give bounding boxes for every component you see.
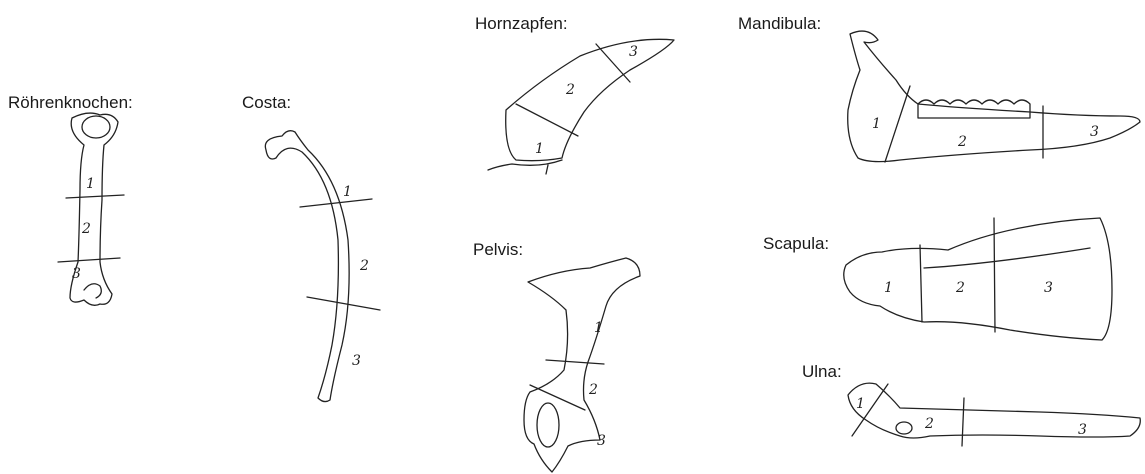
scapula-cut-2 (994, 218, 995, 332)
horn-core-seg-3: 3 (629, 44, 638, 60)
mandible-cut-1 (885, 86, 910, 162)
horn-core-seg-2: 2 (565, 82, 575, 98)
long-bone-seg-2: 2 (81, 221, 91, 237)
mandible-seg-2: 2 (957, 134, 967, 150)
horn-core-seg-1: 1 (535, 141, 544, 157)
ulna-outline (848, 383, 1140, 438)
long-bone-cut-2 (58, 258, 120, 262)
rib-seg-3: 3 (352, 353, 361, 369)
horn-core-base (488, 160, 562, 170)
long-bone-condyle (84, 284, 101, 298)
mandible-drawing: 1 2 3 (848, 31, 1140, 162)
pelvis-cut-2 (530, 385, 585, 410)
rib-seg-1: 1 (343, 184, 352, 200)
horn-core-stem (546, 165, 548, 174)
ulna-notch (896, 422, 912, 434)
ulna-seg-1: 1 (856, 396, 865, 412)
horn-core-drawing: 1 2 3 (488, 39, 674, 174)
scapula-spine (924, 248, 1090, 268)
scapula-outline (844, 218, 1112, 340)
scapula-seg-3: 3 (1044, 280, 1053, 296)
rib-seg-2: 2 (359, 258, 369, 274)
ulna-cut-2 (962, 398, 964, 446)
rib-drawing: 1 2 3 (265, 131, 380, 402)
pelvis-foramen (537, 403, 559, 447)
horn-core-cut-1 (516, 104, 578, 136)
pelvis-seg-2: 2 (588, 382, 598, 398)
scapula-seg-1: 1 (884, 280, 893, 296)
long-bone-head (82, 116, 110, 138)
pelvis-cut-1 (546, 360, 604, 364)
pelvis-seg-3: 3 (597, 433, 606, 449)
ulna-drawing: 1 2 3 (848, 383, 1140, 446)
pelvis-seg-1: 1 (594, 320, 603, 336)
mandible-seg-1: 1 (872, 116, 881, 132)
pelvis-drawing: 1 2 3 (524, 258, 640, 472)
long-bone-seg-3: 3 (72, 266, 81, 282)
scapula-seg-2: 2 (955, 280, 965, 296)
rib-cut-1 (300, 199, 372, 207)
ulna-seg-2: 2 (924, 416, 934, 432)
scapula-drawing: 1 2 3 (844, 218, 1112, 340)
pelvis-outline (524, 258, 640, 472)
long-bone-seg-1: 1 (86, 176, 95, 192)
horn-core-outline (506, 39, 674, 160)
rib-cut-2 (307, 297, 380, 310)
horn-core-cut-2 (596, 44, 630, 82)
mandible-seg-3: 3 (1090, 124, 1099, 140)
rib-outline (265, 131, 349, 402)
scapula-cut-1 (920, 245, 922, 322)
long-bone-drawing: 1 2 3 (58, 113, 124, 305)
ulna-seg-3: 3 (1078, 422, 1087, 438)
long-bone-cut-1 (66, 195, 124, 198)
